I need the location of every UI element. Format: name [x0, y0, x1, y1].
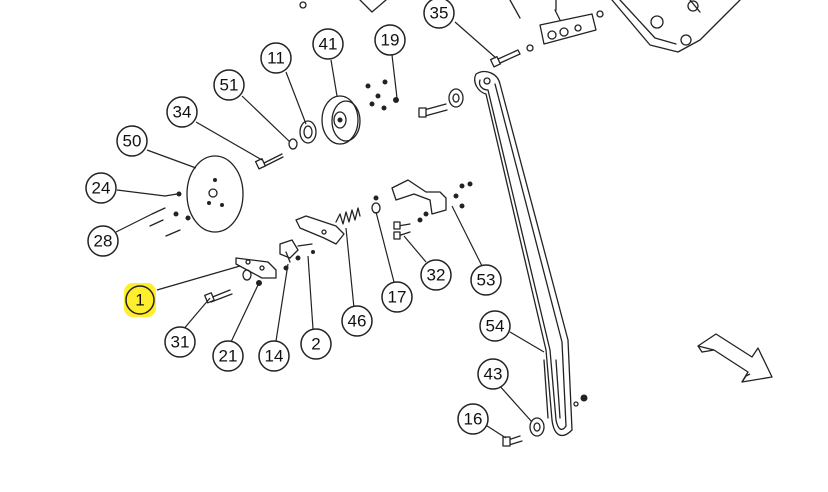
callout-label: 14: [265, 347, 284, 366]
callout[interactable]: 14: [258, 340, 290, 372]
callout-label: 32: [427, 266, 446, 285]
callout-label: 1: [135, 291, 144, 310]
callout[interactable]: 31: [164, 326, 196, 358]
bolt-34: [254, 153, 284, 170]
bearing-11: [299, 120, 317, 144]
callout-label: 53: [477, 271, 496, 290]
callout[interactable]: 16: [457, 403, 489, 435]
callout-label: 28: [94, 232, 113, 251]
callout[interactable]: 54: [479, 310, 511, 342]
small-screws-24-28: [149, 191, 191, 237]
callout-label: 46: [348, 312, 367, 331]
leader-lines: [115, 21, 545, 439]
callout[interactable]: 28: [87, 225, 119, 257]
roller-43: [529, 417, 545, 437]
bracket-53: [391, 179, 473, 223]
link-arm-54: [474, 70, 588, 437]
bolt-upper: [418, 88, 464, 118]
callout[interactable]: 41: [312, 28, 344, 60]
washer-51: [288, 138, 298, 150]
lever-arm: [295, 215, 345, 245]
bracket-14-2: [279, 239, 315, 271]
washer-21: [242, 269, 262, 286]
callout-label: 2: [311, 335, 320, 354]
callout[interactable]: 34: [166, 96, 198, 128]
callout[interactable]: 24: [85, 172, 117, 204]
callout-label: 19: [381, 31, 400, 50]
callout-label: 50: [123, 132, 142, 151]
callout-label: 11: [267, 49, 285, 68]
callout[interactable]: 21: [212, 340, 244, 372]
callout[interactable]: 17: [381, 281, 413, 313]
callout[interactable]: 2: [300, 328, 332, 360]
bolt-16: [502, 435, 523, 447]
top-assembly-fragment: [299, 0, 557, 19]
callout-label: 54: [486, 317, 505, 336]
callout-label: 17: [388, 288, 407, 307]
washer-17: [371, 195, 381, 214]
callout[interactable]: 50: [116, 125, 148, 157]
callout-label: 35: [430, 4, 449, 23]
callout-label: 43: [484, 365, 503, 384]
frame-bracket: [611, 0, 741, 53]
callout[interactable]: 32: [420, 259, 452, 291]
bolt-31: [204, 289, 233, 304]
tensioner-plate: [526, 9, 604, 52]
arrow-icon: [697, 333, 773, 383]
callout[interactable]: 46: [341, 305, 373, 337]
spring-46: [335, 207, 361, 225]
callout[interactable]: 35: [423, 0, 455, 29]
callout[interactable]: 53: [470, 264, 502, 296]
callout[interactable]: 43: [477, 358, 509, 390]
callout-label: 34: [173, 103, 192, 122]
callout[interactable]: 11: [260, 42, 292, 74]
callout-label: 51: [220, 76, 239, 95]
nut-cluster-19: [365, 79, 399, 111]
mount-plate-1: [235, 257, 277, 279]
callout-label: 41: [319, 35, 338, 54]
callout-highlighted[interactable]: 1: [124, 283, 156, 317]
callout[interactable]: 19: [374, 24, 406, 56]
callout-label: 21: [219, 347, 238, 366]
bolt-35: [489, 49, 521, 68]
disc-50: [186, 155, 244, 233]
callout[interactable]: 51: [213, 69, 245, 101]
callout-label: 16: [464, 410, 483, 429]
callout-label: 31: [171, 333, 190, 352]
bolt-32: [393, 221, 411, 240]
pulley-41: [321, 95, 361, 145]
callout-label: 24: [92, 179, 111, 198]
